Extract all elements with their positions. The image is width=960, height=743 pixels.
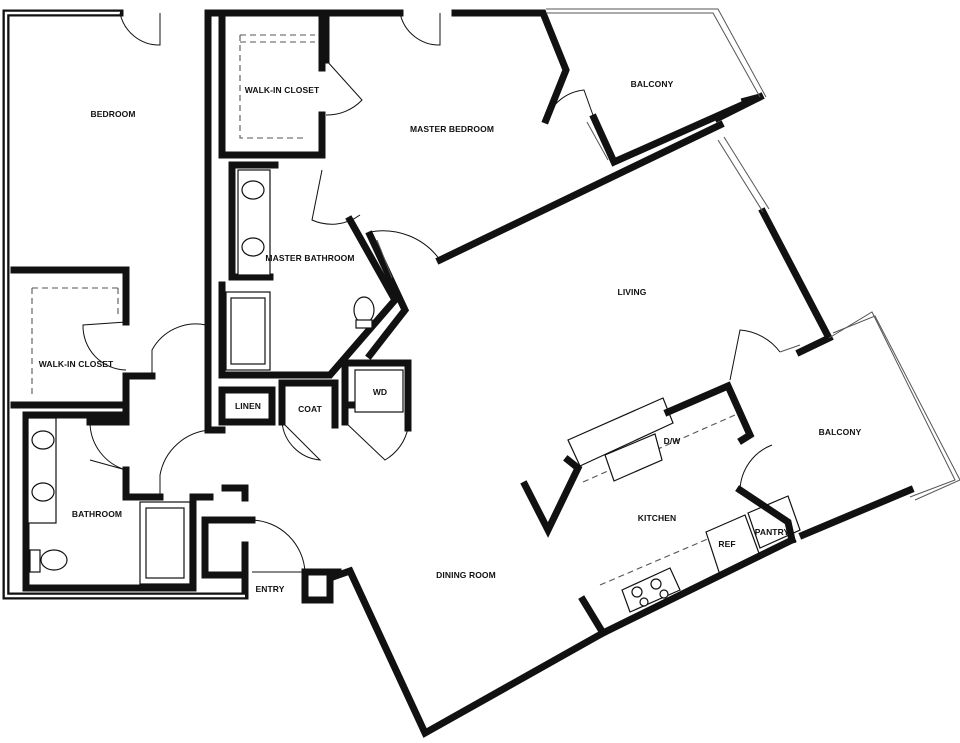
label-ref: REF — [718, 539, 735, 549]
label-dining-room: DINING ROOM — [436, 570, 496, 580]
interior-walls — [10, 9, 797, 592]
label-kitchen: KITCHEN — [638, 513, 676, 523]
label-coat: COAT — [298, 404, 323, 414]
label-living: LIVING — [618, 287, 647, 297]
label-pantry: PANTRY — [755, 527, 790, 537]
room-labels: BEDROOM WALK-IN CLOSET BATHROOM WALK-IN … — [39, 79, 862, 594]
label-wd: WD — [373, 387, 387, 397]
label-balcony-right: BALCONY — [819, 427, 862, 437]
label-entry: ENTRY — [256, 584, 285, 594]
fixtures — [27, 169, 801, 613]
balcony-rails — [376, 8, 960, 501]
label-bedroom: BEDROOM — [90, 109, 135, 119]
label-linen: LINEN — [235, 401, 261, 411]
label-walk-in-closet-master: WALK-IN CLOSET — [245, 85, 320, 95]
label-bathroom: BATHROOM — [72, 509, 122, 519]
label-dw: D/W — [664, 436, 682, 446]
label-master-bathroom: MASTER BATHROOM — [265, 253, 354, 263]
label-master-bedroom: MASTER BEDROOM — [410, 124, 494, 134]
label-balcony-top: BALCONY — [631, 79, 674, 89]
label-walk-in-closet-left: WALK-IN CLOSET — [39, 359, 114, 369]
doors — [82, 12, 781, 573]
